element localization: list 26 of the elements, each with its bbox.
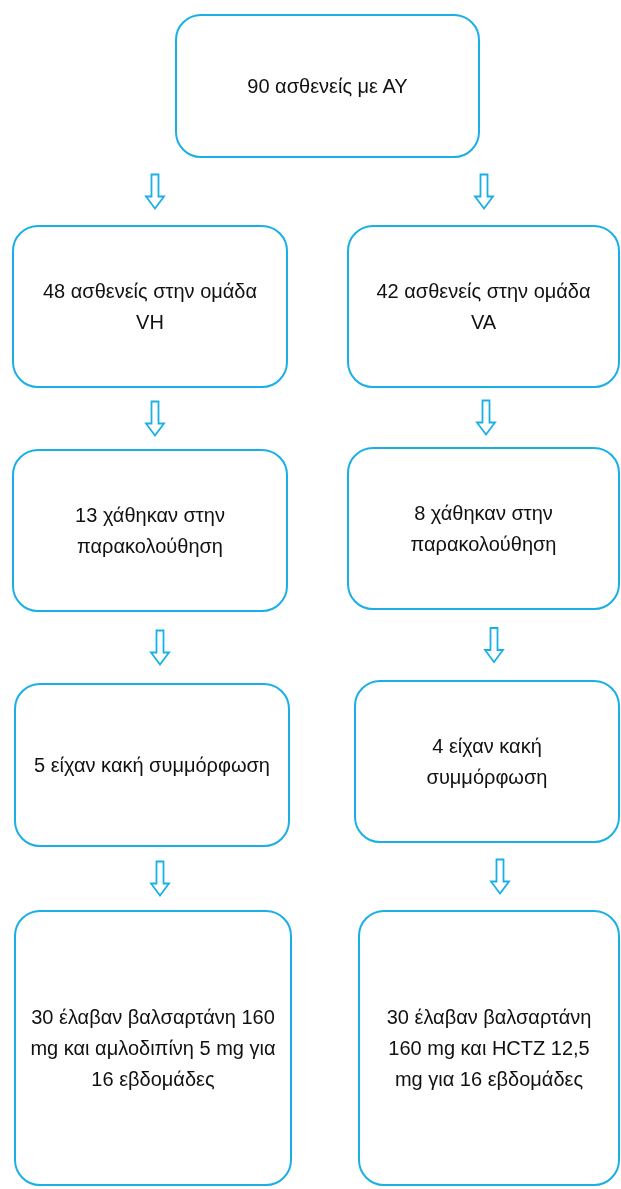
hollow-arrow	[149, 629, 171, 666]
hollow-arrow	[473, 173, 495, 210]
process-box	[14, 683, 290, 847]
hollow-arrow	[483, 627, 505, 664]
hollow-arrow	[149, 860, 171, 897]
hollow-arrow	[144, 400, 166, 437]
process-box	[347, 447, 620, 610]
process-box	[354, 680, 620, 843]
process-box	[14, 910, 292, 1186]
box-text: 42 ασθενείς στην ομάδα VA	[375, 278, 592, 335]
process-box	[175, 14, 480, 158]
process-box	[347, 225, 620, 388]
hollow-arrow	[489, 858, 511, 895]
hollow-arrow	[475, 399, 497, 436]
box-text: 30 έλαβαν βαλσαρτάνη 160 mg και HCTZ 12,5 mg για 16 εβδομάδες	[385, 1004, 593, 1092]
box-text: 5 είχαν κακή συμμόρφωση	[34, 752, 270, 778]
hollow-arrow	[144, 173, 166, 210]
box-text: 13 χάθηκαν στην παρακολούθηση	[74, 502, 226, 559]
box-text: 90 ασθενείς με ΑΥ	[247, 73, 408, 99]
box-text: 30 έλαβαν βαλσαρτάνη 160 mg και αμλοδιπίνη 5 mg για 16 εβδομάδες	[30, 1004, 276, 1092]
process-box	[12, 449, 288, 612]
process-box	[12, 225, 288, 388]
box-text: 4 είχαν κακή συμμόρφωση	[425, 733, 549, 790]
box-text: 8 χάθηκαν στην παρακολούθηση	[409, 500, 558, 557]
box-text: 48 ασθενείς στην ομάδα VH	[41, 278, 259, 335]
process-box	[358, 910, 620, 1186]
